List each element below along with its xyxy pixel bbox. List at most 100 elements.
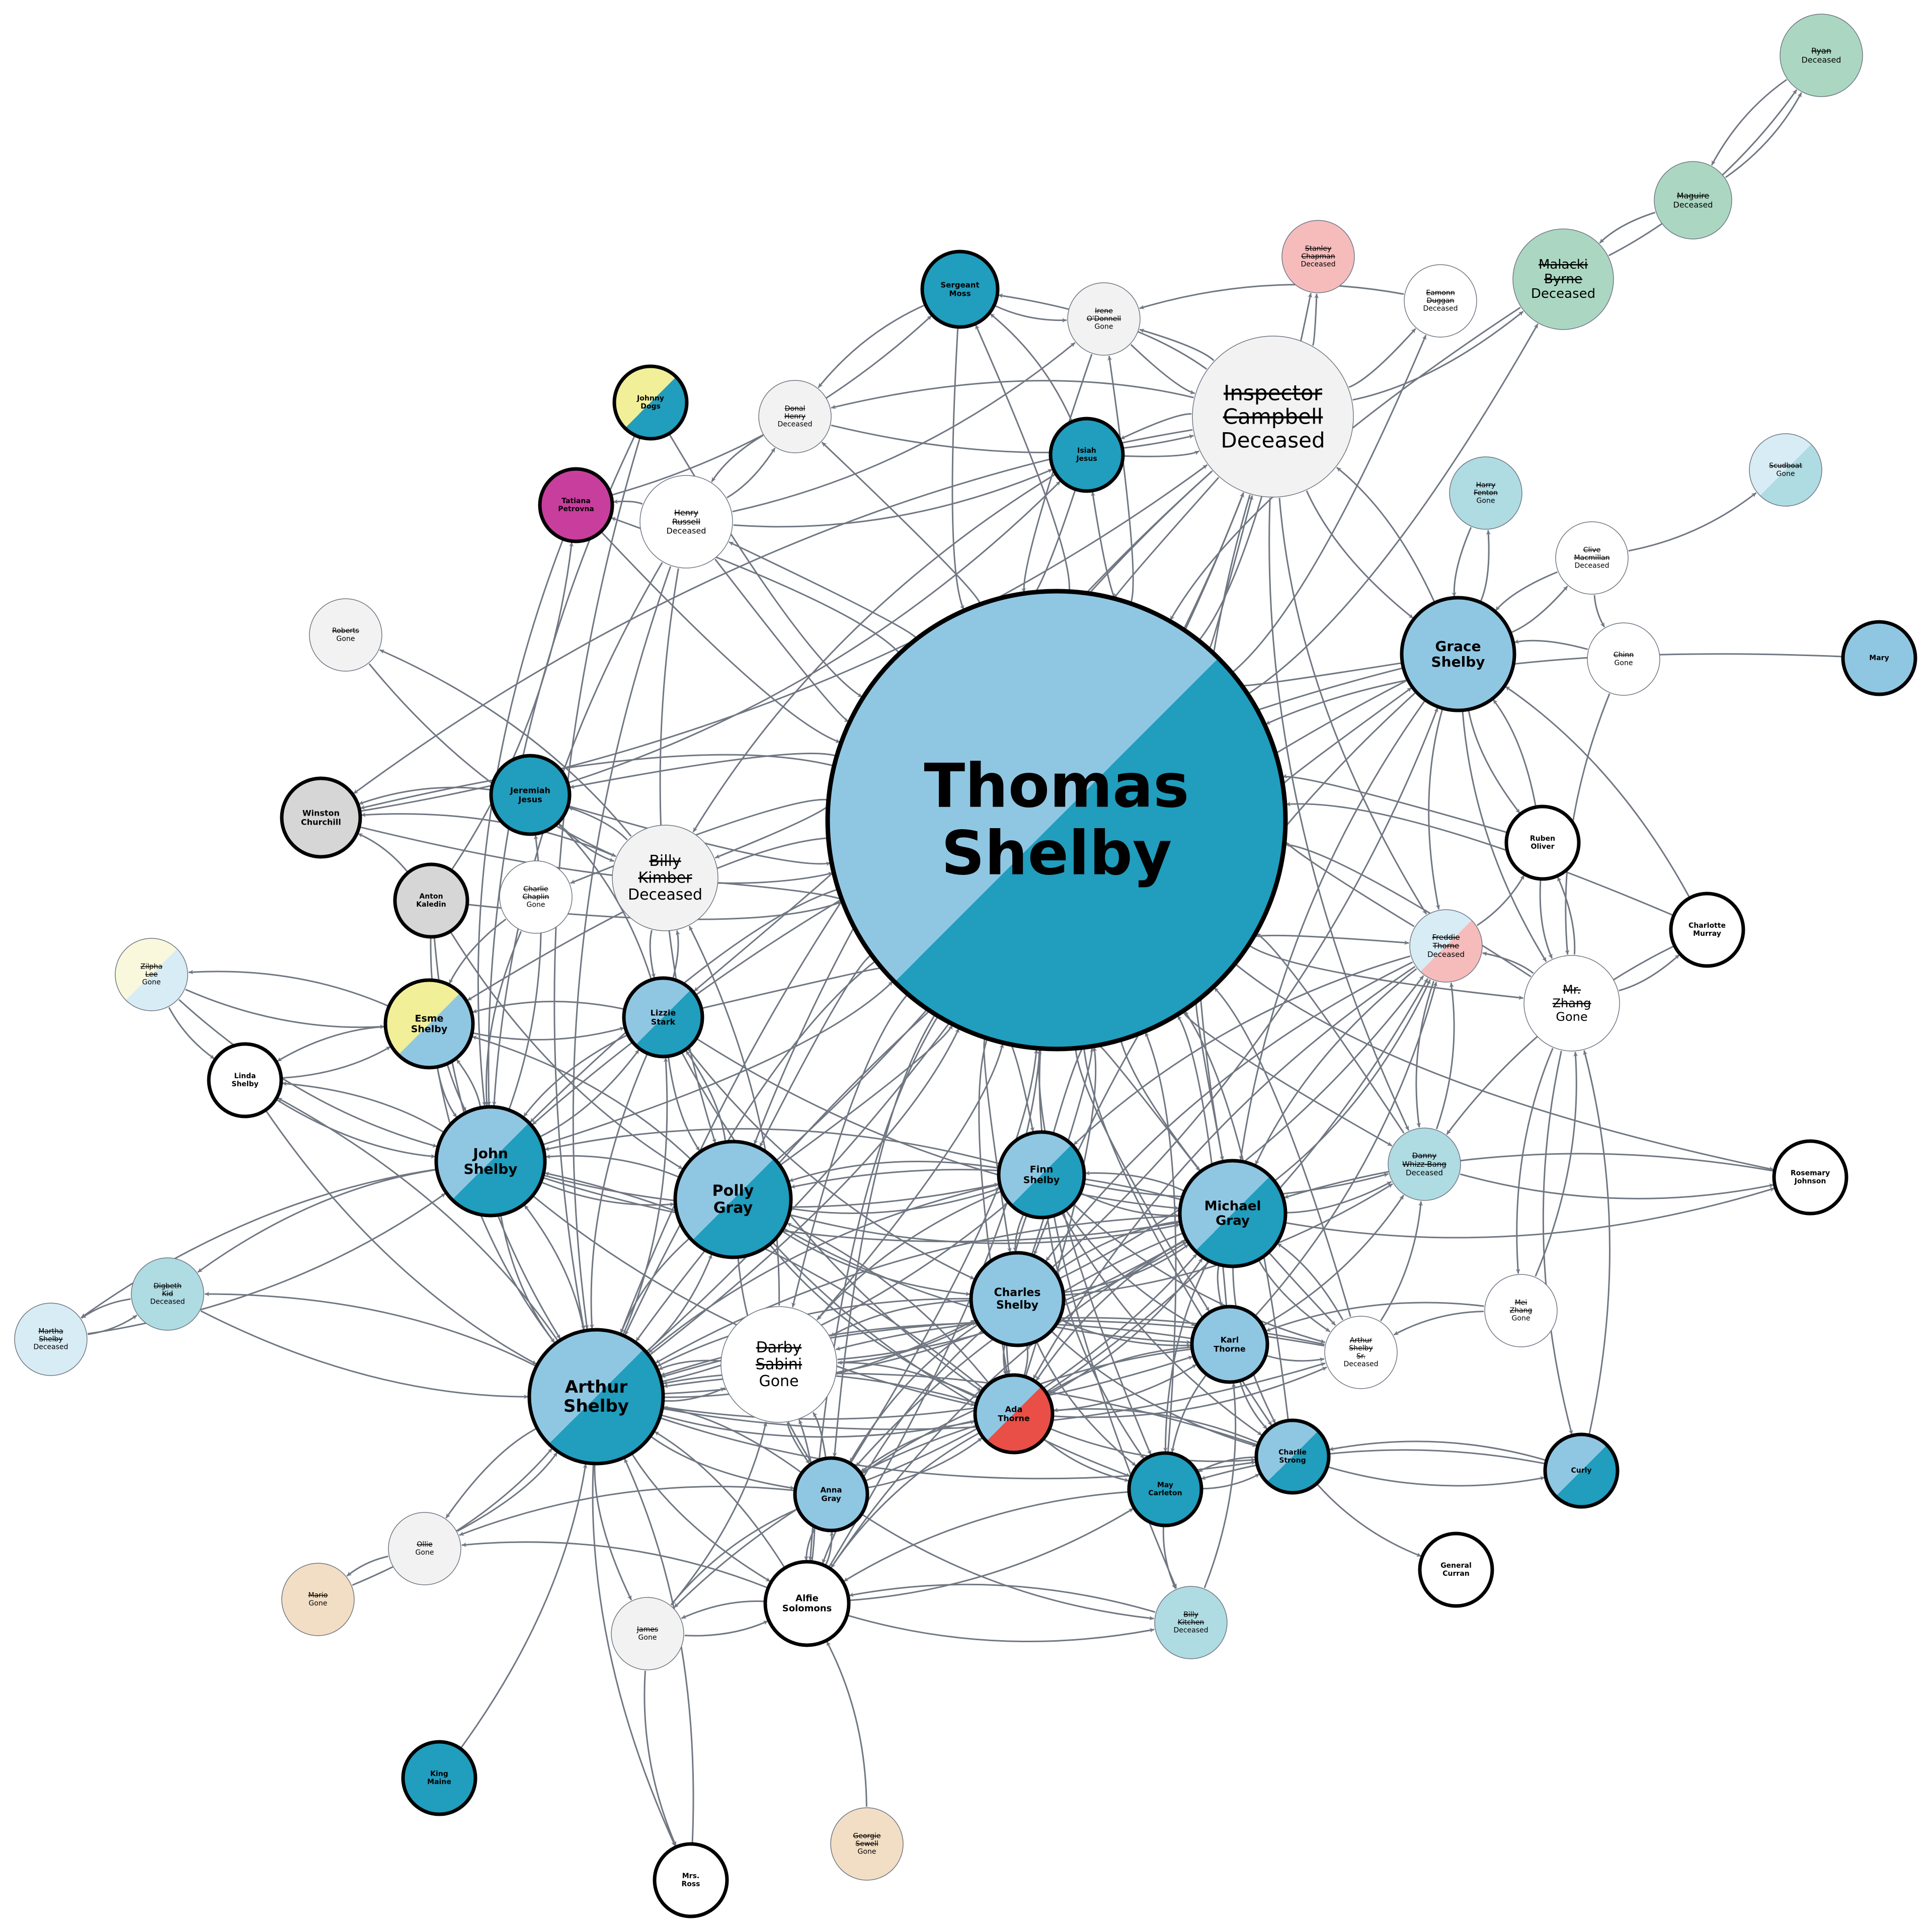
node-circle — [1190, 1305, 1269, 1384]
node-label-line: May — [1157, 1481, 1173, 1489]
node-mary[interactable]: Mary — [1841, 620, 1917, 696]
node-status-label: Gone — [142, 979, 161, 987]
edge-zilpha-to-esme — [185, 989, 385, 1029]
edge-danny-to-rosemary — [1460, 1173, 1774, 1199]
node-label-line: James — [636, 1626, 658, 1634]
edge-zhang-to-charlotte — [1619, 954, 1680, 992]
node-circle — [653, 1842, 729, 1918]
node-circle — [1178, 1159, 1287, 1268]
node-label-line: Zilpha — [140, 962, 163, 971]
edge-lizzie-to-michael — [696, 1038, 1179, 1211]
node-status-label: Gone — [337, 635, 355, 643]
node-curly[interactable]: Curly — [1543, 1432, 1620, 1509]
edge-charles-to-karl — [1060, 1319, 1191, 1348]
edge-thomas-to-irene — [1107, 356, 1134, 603]
node-label-line: Shelby — [1431, 654, 1485, 670]
node-label-line: Ryan — [1811, 46, 1831, 56]
node-circle — [280, 776, 362, 859]
node-circle — [1388, 1128, 1461, 1201]
edge-maguire-to-ryan — [1725, 92, 1802, 178]
edge-esme-to-zilpha — [188, 970, 388, 1007]
edge-donal-to-henry — [711, 435, 764, 482]
node-label-line: Fenton — [1474, 489, 1498, 497]
node-circle — [1281, 220, 1355, 293]
node-circle — [969, 1251, 1066, 1347]
edge-charlie_chaplin-to-john — [484, 931, 522, 1106]
edge-polly-to-john — [545, 1154, 679, 1178]
edge-kingmaine-to-arthur — [460, 1464, 588, 1748]
node-ross[interactable]: Mrs.Ross — [653, 1842, 729, 1918]
node-status-label: Gone — [309, 1599, 328, 1607]
edge-digbeth-to-arthur — [200, 1310, 529, 1399]
edge-maguire-to-malacki — [1599, 211, 1656, 244]
edge-zhang-to-freddie — [1482, 951, 1534, 974]
node-circle — [281, 1563, 355, 1636]
edge-mei-to-zhang — [1535, 1052, 1578, 1277]
edge-thomas-to-malacki — [1248, 323, 1539, 694]
node-status-label: Gone — [1477, 497, 1495, 505]
node-label-line: Duggan — [1427, 297, 1455, 305]
edge-finn-to-charlie — [1061, 1213, 1263, 1436]
edge-ada-to-charles — [1023, 1345, 1030, 1376]
